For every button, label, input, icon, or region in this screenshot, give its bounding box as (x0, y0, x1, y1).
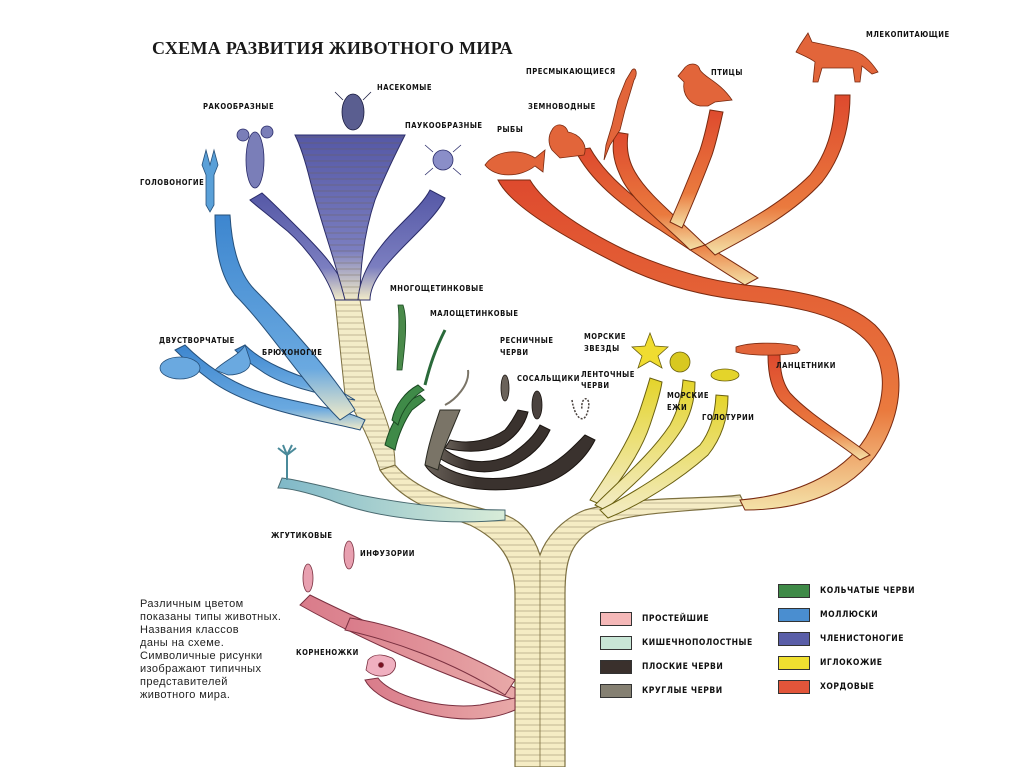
frog-icon (548, 124, 586, 159)
legend-label: ХОРДОВЫЕ (820, 682, 875, 692)
label-cephalopods: ГОЛОВОНОГИЕ (140, 178, 205, 187)
branch-echinoderms (589, 377, 729, 519)
legend-label: ЧЛЕНИСТОНОГИЕ (820, 634, 904, 644)
legend-swatch (778, 680, 810, 694)
legend-swatch (778, 584, 810, 598)
hydra-icon (277, 444, 297, 480)
bird-icon (677, 63, 733, 107)
fish-icon (484, 149, 546, 176)
legend-swatch (600, 636, 632, 650)
label-fish: РЫБЫ (497, 125, 524, 134)
lancelet-icon (735, 342, 801, 356)
label-gastropods: БРЮХОНОГИЕ (262, 348, 323, 357)
label-ciliates: ИНФУЗОРИИ (360, 549, 415, 558)
branch-roundworms (424, 409, 461, 471)
legend-swatch (600, 660, 632, 674)
label-insects: НАСЕКОМЫЕ (377, 83, 432, 92)
sea-cucumber-icon (710, 368, 740, 382)
label-flagellates: ЖГУТИКОВЫЕ (271, 531, 333, 540)
label-bivalves: ДВУСТВОРЧАТЫЕ (159, 336, 235, 345)
legend-item-coelenterates: КИШЕЧНОПОЛОСТНЫЕ (600, 636, 772, 650)
legend-label: ПРОСТЕЙШИЕ (642, 614, 710, 624)
beetle-icon (334, 91, 372, 131)
branch-chordates (497, 94, 900, 511)
label-flukes: СОСАЛЬЩИКИ (517, 374, 580, 383)
legend-item-arthropods: ЧЛЕНИСТОНОГИЕ (778, 632, 919, 646)
fluke-icon (531, 390, 543, 420)
label-turbellaria-2: ЧЕРВИ (500, 348, 529, 357)
legend-item-echinoderms: ИГЛОКОЖИЕ (778, 656, 894, 670)
label-mammals: МЛЕКОПИТАЮЩИЕ (866, 30, 950, 39)
note-line: даны на схеме. (140, 637, 225, 649)
legend-item-flatworms: ПЛОСКИЕ ЧЕРВИ (600, 660, 738, 674)
branch-arthropods (249, 134, 446, 301)
label-tapeworms-1: ЛЕНТОЧНЫЕ (581, 370, 635, 379)
label-starfish-1: МОРСКИЕ (584, 332, 626, 341)
branch-flatworms (424, 409, 596, 491)
legend-item-roundworms: КРУГЛЫЕ ЧЕРВИ (600, 684, 737, 698)
legend-label: КОЛЬЧАТЫЕ ЧЕРВИ (820, 586, 915, 596)
branch-protozoa (299, 594, 516, 720)
branch-annelids (384, 384, 426, 451)
legend-label: ПЛОСКИЕ ЧЕРВИ (642, 662, 724, 672)
note-line: Символичные рисунки (140, 650, 263, 662)
label-arachnids: ПАУКООБРАЗНЫЕ (405, 121, 483, 130)
clam-icon (159, 356, 201, 380)
planarian-icon (500, 374, 510, 402)
legend-swatch (778, 632, 810, 646)
crayfish-icon (236, 125, 274, 189)
label-oligochaetes: МАЛОЩЕТИНКОВЫЕ (430, 309, 519, 318)
flagellate-icon (302, 563, 314, 593)
note-line: Названия классов (140, 624, 240, 636)
legend-swatch (600, 612, 632, 626)
branch-coelenterates (277, 477, 506, 523)
label-birds: ПТИЦЫ (711, 68, 743, 77)
note-line: животного мира. (140, 689, 231, 701)
legend-label: КРУГЛЫЕ ЧЕРВИ (642, 686, 723, 696)
explanatory-note: Различным цветом показаны типы животных.… (140, 598, 310, 702)
ciliate-icon (343, 540, 355, 570)
label-holothurians: ГОЛОТУРИИ (702, 413, 755, 422)
note-line: показаны типы животных. (140, 611, 282, 623)
diagram-title: СХЕМА РАЗВИТИЯ ЖИВОТНОГО МИРА (152, 38, 513, 58)
spider-icon (424, 144, 462, 176)
label-starfish-2: ЗВЕЗДЫ (584, 344, 620, 353)
legend-item-chordates: ХОРДОВЫЕ (778, 680, 884, 694)
legend-item-protozoa: ПРОСТЕЙШИЕ (600, 612, 721, 626)
label-amphibians: ЗЕМНОВОДНЫЕ (528, 102, 596, 111)
label-lancelets: ЛАНЦЕТНИКИ (776, 361, 836, 370)
label-tapeworms-2: ЧЕРВИ (581, 381, 610, 390)
note-line: Различным цветом (140, 598, 244, 610)
legend-item-mollusks: МОЛЛЮСКИ (778, 608, 888, 622)
legend-swatch (600, 684, 632, 698)
lizard-icon (603, 68, 637, 161)
legend-item-annelids: КОЛЬЧАТЫЕ ЧЕРВИ (778, 584, 932, 598)
legend-label: МОЛЛЮСКИ (820, 610, 879, 620)
label-urchins-1: МОРСКИЕ (667, 391, 709, 400)
label-rhizopods: КОРНЕНОЖКИ (296, 648, 359, 657)
amoeba-icon (365, 654, 396, 677)
dog-icon (795, 32, 879, 83)
branch-mollusks (174, 214, 366, 431)
polychaete-icon (396, 304, 407, 371)
squid-icon (201, 148, 219, 213)
label-turbellaria-1: РЕСНИЧНЫЕ (500, 336, 554, 345)
label-reptiles: ПРЕСМЫКАЮЩИЕСЯ (526, 67, 616, 76)
sea-urchin-icon (669, 351, 691, 373)
earthworm-icon (423, 329, 447, 386)
tapeworm-icon (571, 398, 590, 420)
nematode-icon (444, 369, 470, 406)
legend-swatch (778, 656, 810, 670)
label-polychaetes: МНОГОЩЕТИНКОВЫЕ (390, 284, 484, 293)
legend-label: ИГЛОКОЖИЕ (820, 658, 883, 668)
legend-label: КИШЕЧНОПОЛОСТНЫЕ (642, 638, 753, 648)
starfish-icon (631, 331, 669, 369)
snail-icon (214, 343, 251, 376)
label-urchins-2: ЕЖИ (667, 403, 688, 412)
label-crustaceans: РАКООБРАЗНЫЕ (203, 102, 275, 111)
legend-swatch (778, 608, 810, 622)
note-line: представителей (140, 676, 228, 688)
note-line: изображают типичных (140, 663, 262, 675)
